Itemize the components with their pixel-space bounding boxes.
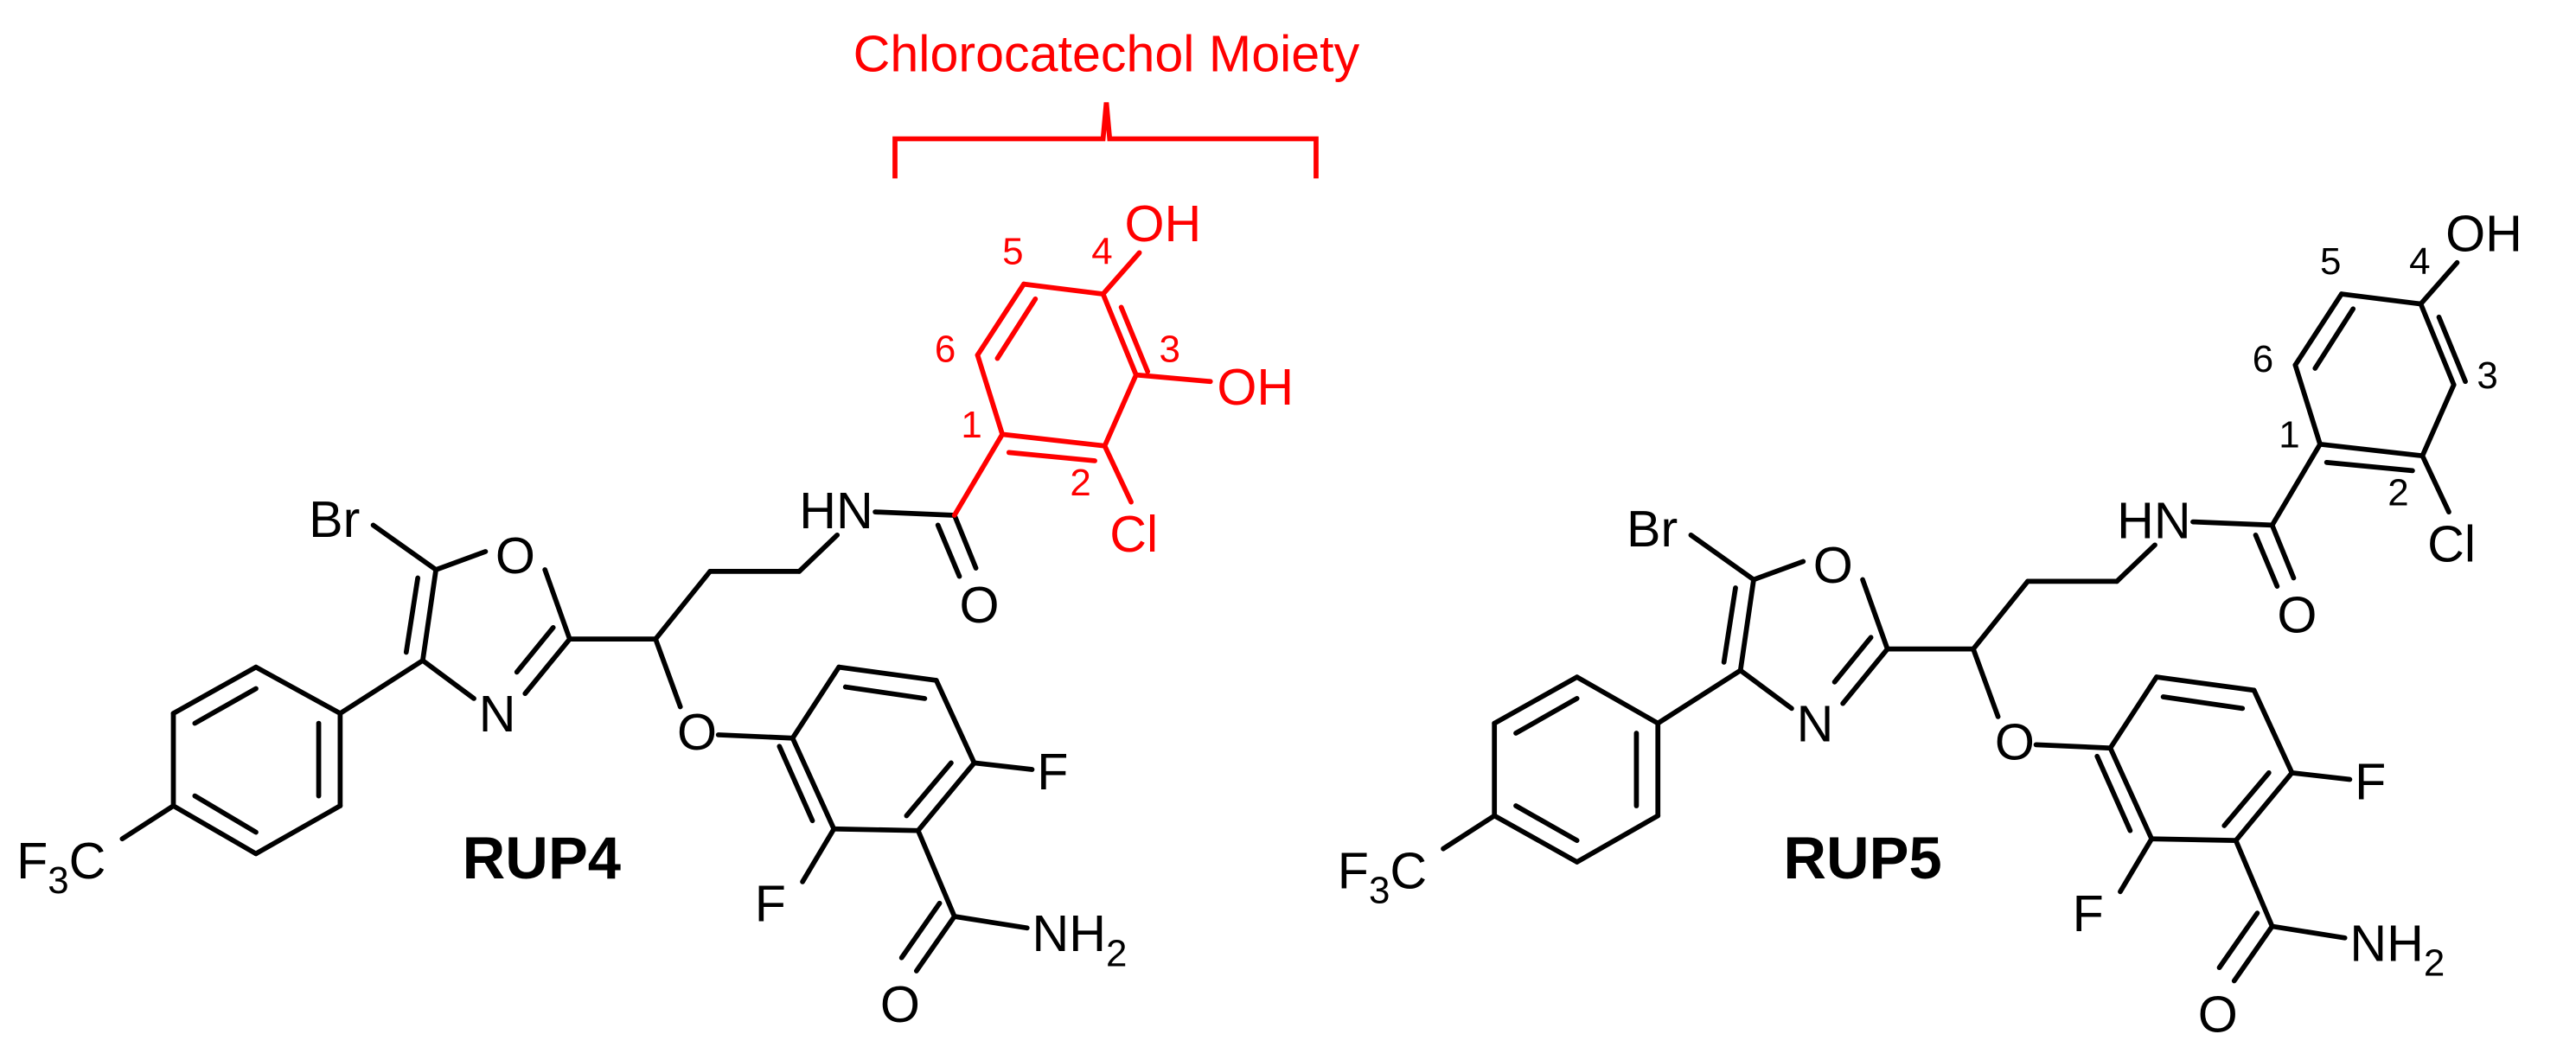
rup5-position-3: 3 [2477, 354, 2497, 397]
rup4-position-6: 6 [935, 328, 956, 370]
rup5-hn-label: HN [2117, 492, 2191, 550]
rup5-bonds [1441, 259, 2468, 984]
rup5-position-2: 2 [2387, 471, 2408, 514]
rup4-hn-label: HN [799, 482, 873, 539]
rup4-position-5: 5 [1002, 231, 1023, 273]
rup4-position-3: 3 [1160, 328, 1180, 370]
rup4-oh-top-label: OH [1124, 195, 1201, 252]
rup5-ether-o-label: O [1995, 713, 2035, 771]
rup5-oxazole-o-label: O [1813, 536, 1853, 594]
annotation-title: Chlorocatechol Moiety [853, 24, 1360, 82]
rup4-bonds [119, 250, 1213, 974]
rup5-f-top-label: F [2355, 752, 2386, 810]
rup4-cl-label: Cl [1109, 505, 1158, 563]
rup4-br-label: Br [309, 490, 360, 548]
rup4-cf3-label: F3C [16, 832, 105, 902]
rup4-nh2-label: NH2 [1032, 904, 1128, 974]
rup5-amide-o-label: O [2198, 986, 2238, 1044]
rup5-name: RUP5 [1783, 825, 1941, 891]
rup4-name: RUP4 [463, 825, 621, 891]
rup4-position-numbers: 1 2 3 4 5 6 [935, 231, 1180, 504]
rup5-oxazole-n-label: N [1797, 695, 1834, 753]
rup4-position-4: 4 [1091, 231, 1112, 273]
rup4-amide-o-label: O [880, 975, 920, 1033]
rup4-f-top-label: F [1037, 743, 1068, 801]
rup4-position-1: 1 [961, 404, 981, 446]
rup4-carbonyl-o-label: O [959, 576, 999, 634]
rup4-oh-right-label: OH [1217, 358, 1294, 416]
rup5-position-4: 4 [2409, 240, 2430, 283]
rup5-atom-labels: Br O N O F3C F F NH2 O HN O Cl OH [1338, 204, 2522, 1043]
annotation-brace [892, 102, 1319, 179]
rup4-oxazole-n-label: N [479, 685, 516, 743]
chlorocatechol-annotation: Chlorocatechol Moiety [853, 24, 1360, 179]
rup5-oh-top-label: OH [2445, 204, 2522, 262]
rup4-position-2: 2 [1070, 462, 1090, 504]
rup5-br-label: Br [1627, 500, 1678, 558]
molecule-rup4: Br O N O F3C F F NH2 O HN O Cl OH OH 1 2… [16, 195, 1294, 1033]
rup5-carbonyl-o-label: O [2277, 586, 2317, 644]
rup4-oxazole-o-label: O [495, 527, 535, 584]
rup5-cf3-label: F3C [1338, 842, 1427, 912]
rup5-cl-label: Cl [2427, 514, 2476, 572]
rup5-position-5: 5 [2320, 240, 2341, 283]
rup5-nh2-label: NH2 [2349, 915, 2445, 985]
rup4-ether-o-label: O [677, 703, 717, 761]
molecule-rup5: Br O N O F3C F F NH2 O HN O Cl OH 1 2 3 … [1338, 204, 2522, 1043]
rup4-f-bottom-label: F [755, 875, 786, 933]
rup4-atom-labels: Br O N O F3C F F NH2 O HN O Cl OH OH [16, 195, 1294, 1033]
rup5-position-6: 6 [2253, 338, 2273, 380]
rup5-position-numbers: 1 2 3 4 5 6 [2253, 240, 2498, 514]
rup5-f-bottom-label: F [2073, 884, 2104, 942]
rup5-position-1: 1 [2279, 414, 2299, 456]
